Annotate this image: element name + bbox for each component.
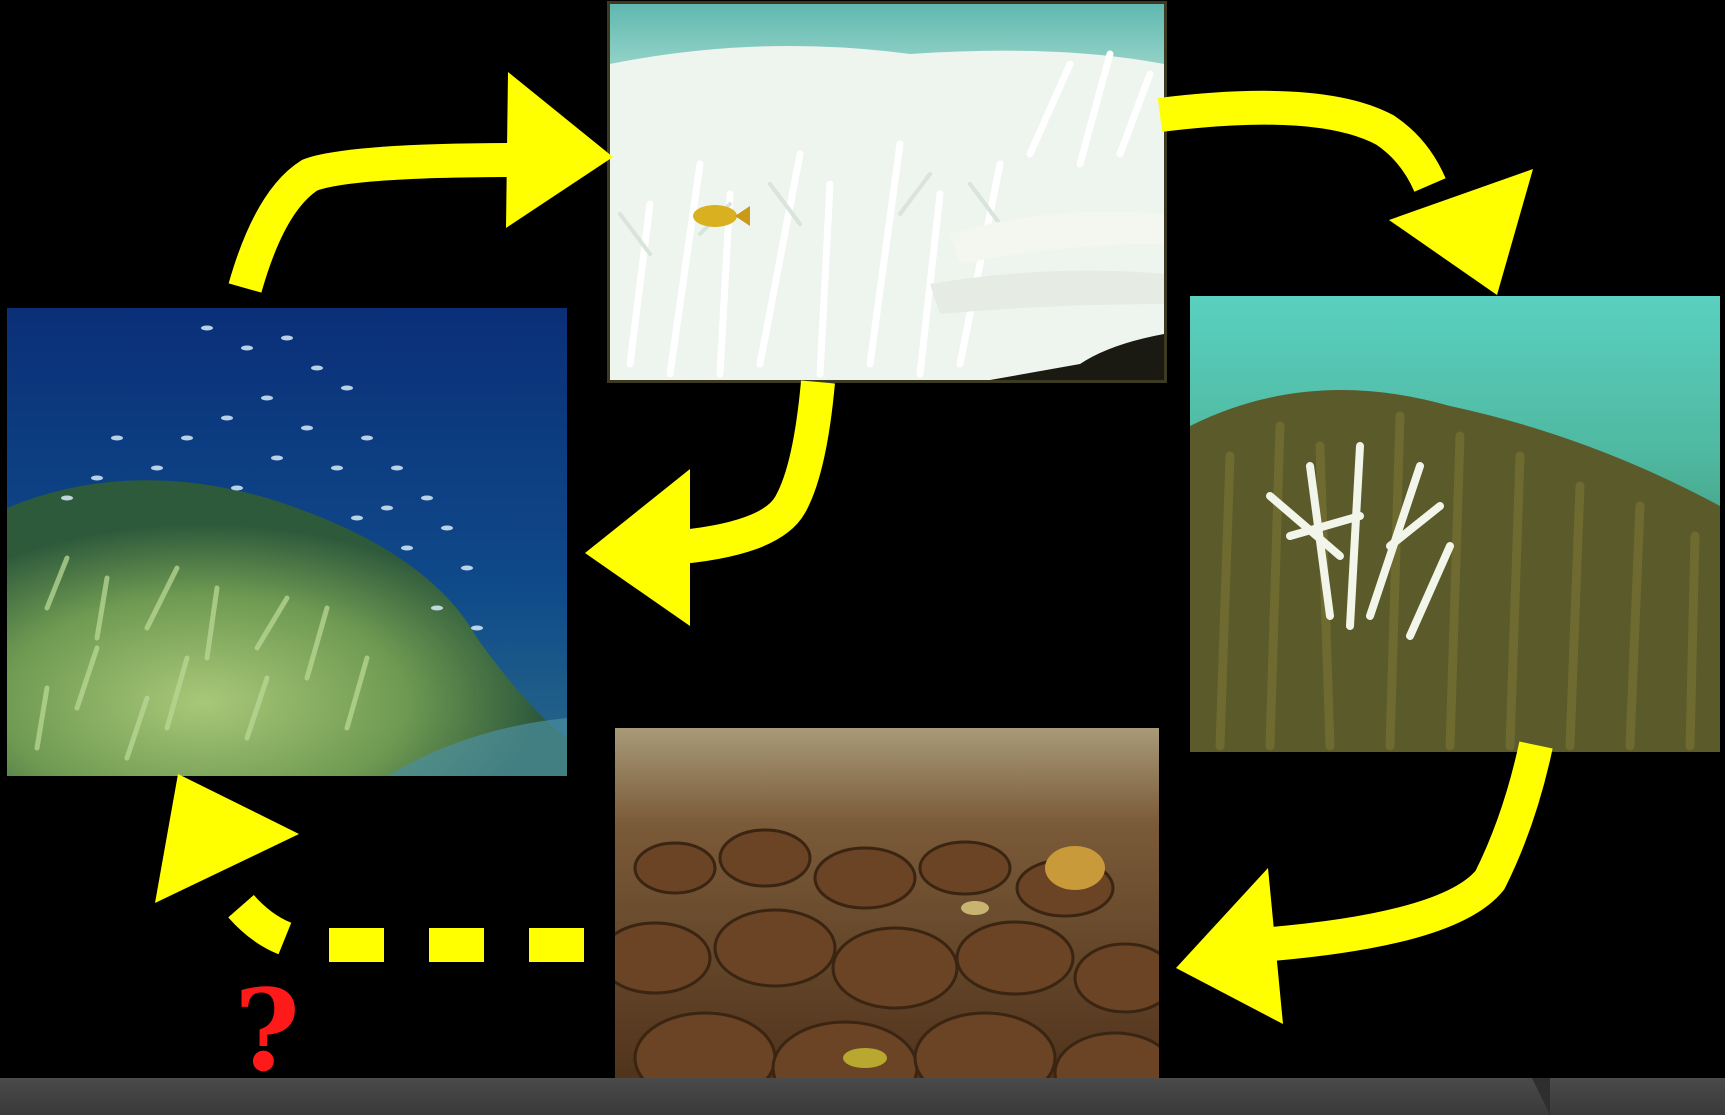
bottom-bar-notch [1532,1078,1550,1115]
arrowhead-to-rubble [1176,868,1283,1024]
arrowhead-to-healthy-solid [585,469,690,626]
arrowhead-to-bleached [506,72,613,228]
arrowhead-to-healthy-dashed [155,774,299,903]
arrow-healthy-to-bleached [245,160,520,288]
arrow-rubble-to-healthy [240,905,584,945]
arrow-bleached-to-healthy [670,382,818,548]
slide-bottom-bar [0,1078,1725,1115]
arrow-bleached-to-algae [1160,108,1430,185]
arrow-algae-to-rubble [1260,745,1536,945]
arrowhead-to-algae [1389,169,1533,295]
